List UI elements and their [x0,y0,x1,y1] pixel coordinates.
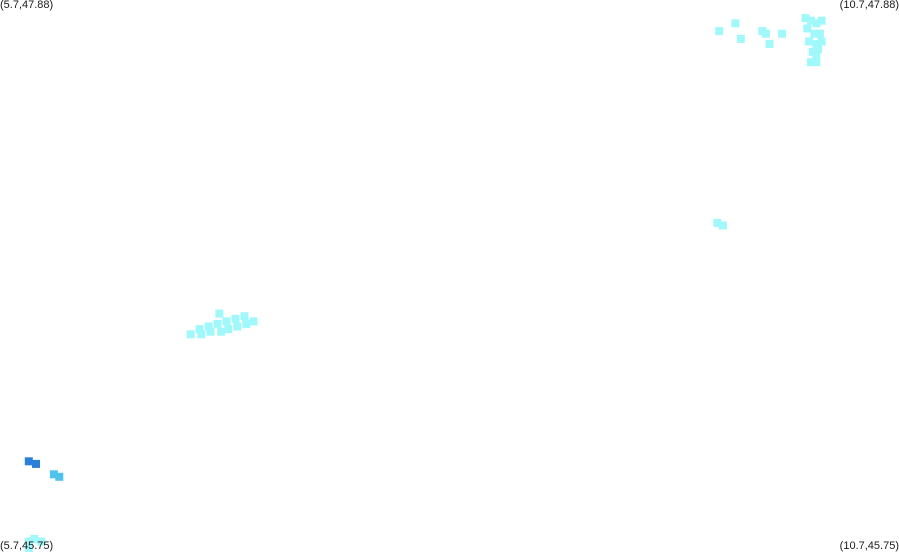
data-point [713,218,722,227]
data-point [812,58,821,67]
data-point [718,221,727,230]
data-point [222,317,231,326]
data-point [812,53,821,61]
data-point [195,325,204,334]
data-point [803,24,812,33]
data-point [761,29,770,38]
southwest-pair [24,457,40,468]
data-point [231,314,240,323]
data-point [812,19,821,28]
corner-label-top-right: (10.7,47.88) [839,0,899,11]
data-point [715,27,724,36]
data-point [32,459,40,468]
central-band [186,309,258,339]
data-point [197,330,206,339]
data-point [55,472,64,481]
east-isolated [713,218,727,230]
data-point [765,40,774,49]
data-point [778,29,787,38]
data-point [810,29,819,38]
data-point [30,535,39,543]
data-point [217,327,226,336]
data-point [24,544,33,552]
northeast-cluster [715,14,826,67]
data-point [805,37,814,46]
southwest-small [49,470,64,481]
data-point [37,537,46,546]
data-point [814,45,823,54]
data-point [801,14,810,23]
data-point [731,19,740,28]
data-point [249,317,258,326]
data-point [204,322,213,331]
data-point [817,16,826,25]
data-point [24,537,33,546]
data-point [817,37,826,46]
data-point [206,327,215,336]
data-point [233,322,242,331]
corner-label-bottom-right: (10.7,45.75) [839,540,899,552]
data-point [240,312,249,321]
data-point [812,40,821,49]
corner-label-top-left: (5.7,47.88) [0,0,54,11]
data-point [213,319,222,328]
data-point [242,319,251,328]
data-point [215,309,224,318]
data-point [49,470,58,479]
data-point [24,457,33,466]
data-point [806,16,815,25]
corner-label-bottom-left: (5.7,45.75) [0,540,54,552]
southwest-corner [24,535,46,552]
data-point [806,58,815,67]
data-point [808,47,817,56]
data-point [224,325,233,334]
data-point [736,34,745,43]
data-point [186,330,195,339]
data-point [815,29,824,38]
